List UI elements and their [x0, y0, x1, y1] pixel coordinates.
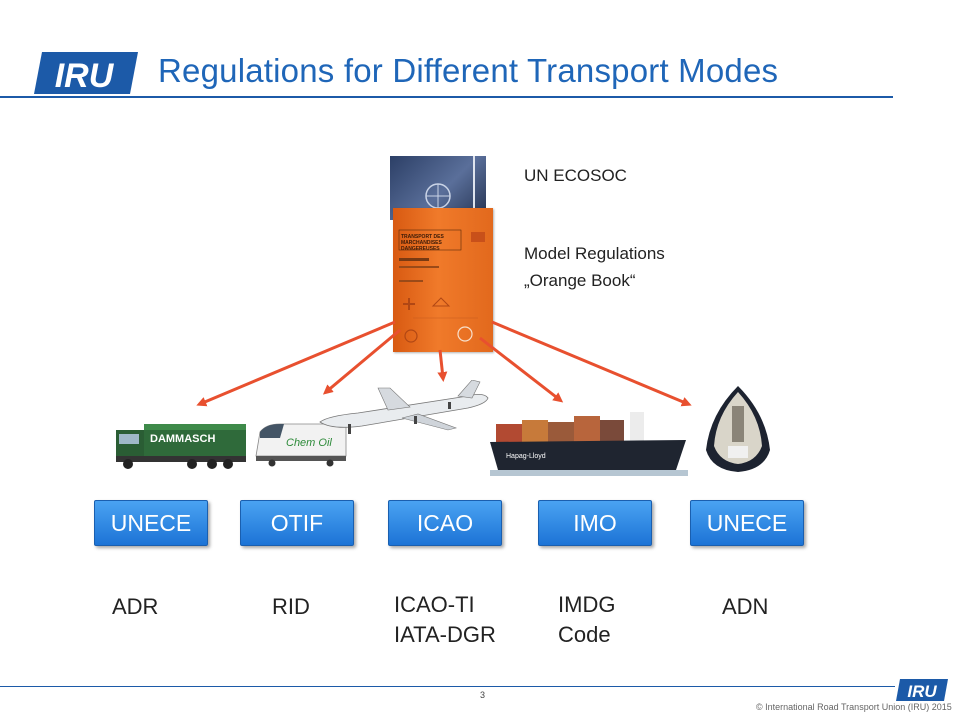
model-regulations-line1: Model Regulations	[524, 244, 665, 263]
airplane-image	[319, 380, 489, 434]
tanker-ship-image	[706, 386, 770, 472]
header-rule	[0, 96, 893, 98]
arrow-to-sea	[479, 336, 564, 403]
arrow-to-road	[196, 320, 396, 407]
imdg-label: IMDG	[558, 592, 616, 617]
adr-label: ADR	[112, 594, 159, 619]
adn-label: ADN	[722, 594, 769, 619]
arrow-to-air	[437, 349, 448, 382]
page-number: 3	[480, 690, 486, 700]
book-cover-title: TRANSPORT DES MARCHANDISES DANGEREUSES	[401, 234, 444, 252]
arrow-to-inland-waterways	[491, 320, 692, 407]
footer-rule	[0, 686, 895, 687]
svg-text:Chem Oil: Chem Oil	[286, 437, 332, 449]
unece-inland-button[interactable]: UNECE	[690, 500, 804, 546]
truck-image: DAMMASCH	[116, 424, 246, 469]
arrow-to-rail	[322, 328, 401, 395]
otif-button[interactable]: OTIF	[240, 500, 354, 546]
svg-text:IRU: IRU	[907, 682, 937, 701]
iru-footer-logo: IRU	[896, 679, 948, 701]
model-regulations-label: Model Regulations „Orange Book“	[524, 240, 665, 294]
svg-text:DAMMASCH: DAMMASCH	[150, 433, 215, 445]
un-ecosoc-label: UN ECOSOC	[524, 166, 627, 185]
iru-logo: IRU	[34, 52, 138, 95]
train-image: Chem Oil	[255, 423, 347, 467]
copyright-text: © International Road Transport Union (IR…	[756, 702, 952, 712]
unece-road-button[interactable]: UNECE	[94, 500, 208, 546]
orange-book-line2: „Orange Book“	[524, 271, 636, 290]
rid-label: RID	[272, 594, 310, 619]
hazard-symbols-icon	[398, 229, 485, 343]
icao-button[interactable]: ICAO	[388, 500, 502, 546]
orange-book-image: TRANSPORT DES MARCHANDISES DANGEREUSES	[393, 208, 493, 352]
iata-dgr-label: IATA-DGR	[394, 622, 496, 647]
imo-button[interactable]: IMO	[538, 500, 652, 546]
icao-ti-label: ICAO-TI	[394, 592, 475, 617]
code-label: Code	[558, 622, 611, 647]
page-title: Regulations for Different Transport Mode…	[158, 52, 779, 89]
svg-text:IRU: IRU	[55, 57, 115, 95]
container-ship-image: Hapag-Lloyd	[490, 412, 688, 476]
svg-text:Hapag-Lloyd: Hapag-Lloyd	[506, 453, 546, 460]
